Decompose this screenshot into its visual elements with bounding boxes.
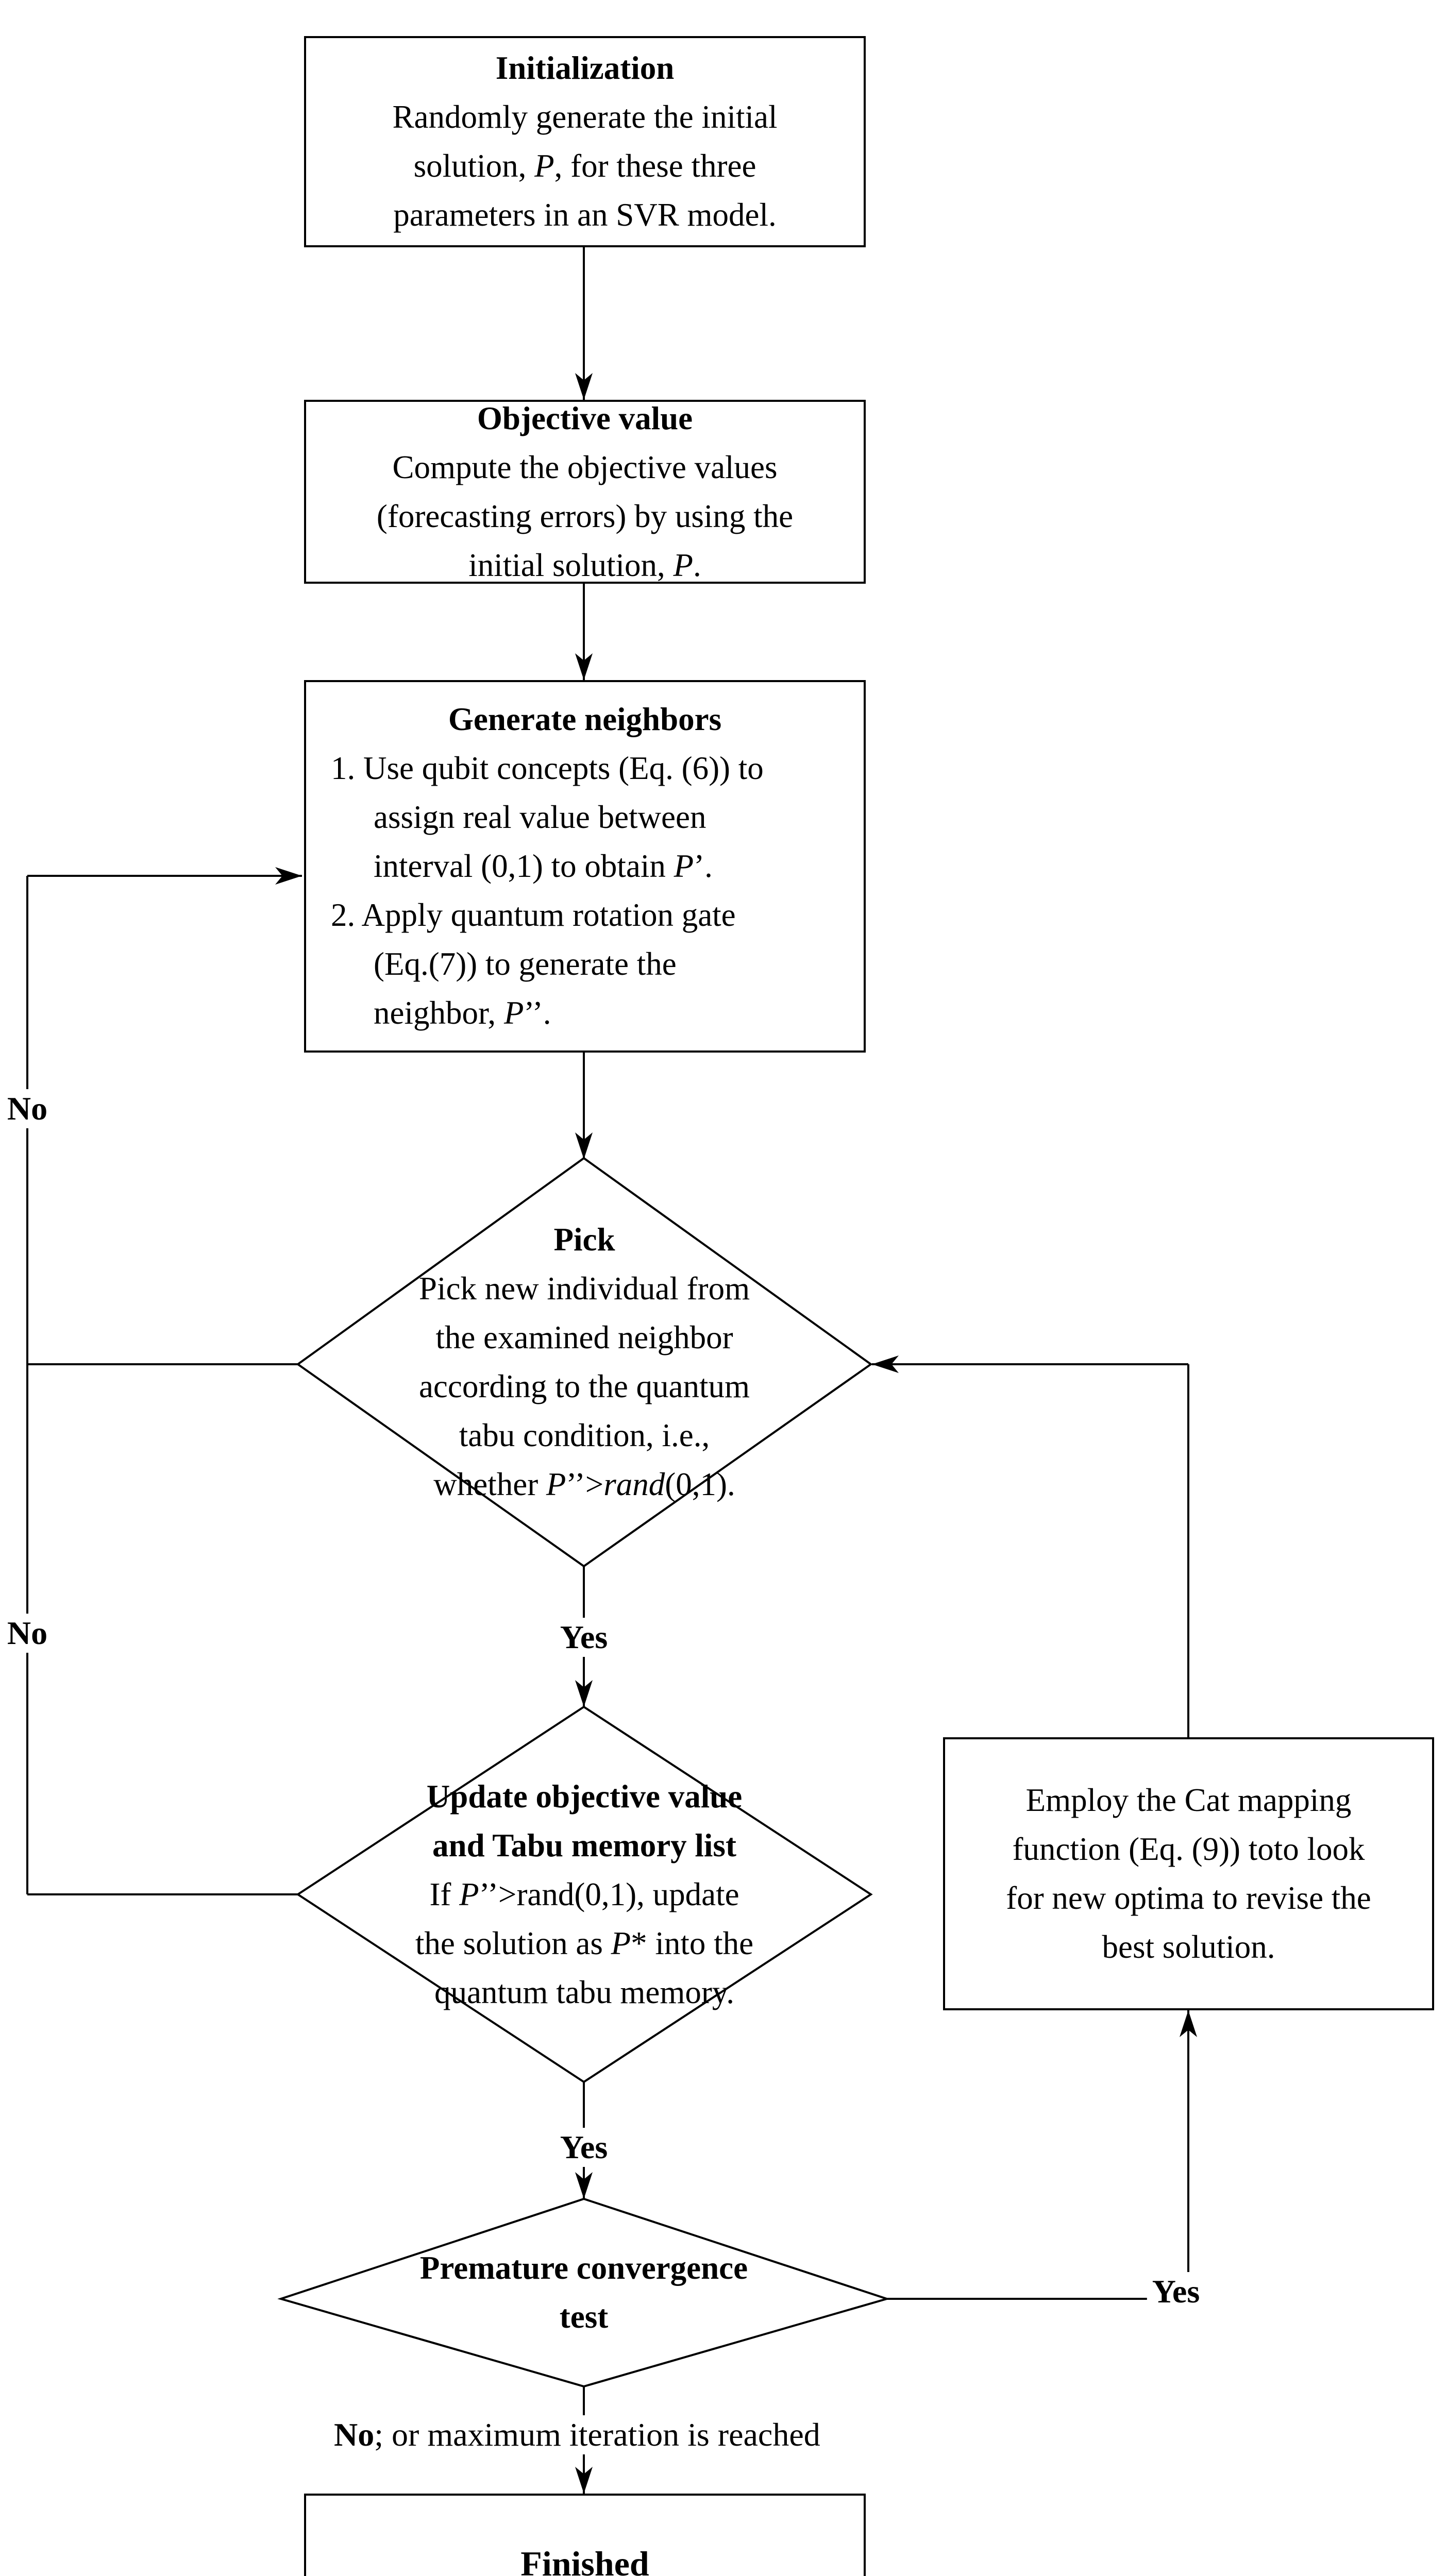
pick-line: Pick new individual from: [418, 1270, 750, 1307]
neighbors-line: neighbor, P’’.: [374, 995, 551, 1031]
cat-line: best solution.: [1102, 1929, 1275, 1965]
arrowhead-into-neighbors: [575, 653, 593, 680]
arrowhead-into-cat-box: [1180, 2010, 1197, 2037]
neighbors-line: 2. Apply quantum rotation gate: [331, 897, 736, 933]
label-yes-pick: Yes: [554, 1618, 613, 1657]
initialization-line: solution, P, for these three: [413, 148, 756, 184]
label-no-pick: No: [2, 1089, 53, 1128]
objective-line: Compute the objective values: [392, 449, 778, 485]
label-no-max-iteration: No; or maximum iteration is reached: [329, 2415, 826, 2454]
finished-box: [304, 2494, 866, 2576]
initialization-text: Initialization Randomly generate the ini…: [304, 36, 866, 247]
initialization-box: [304, 36, 866, 247]
update-title: and Tabu memory list: [432, 1827, 736, 1863]
arrowhead-into-finished: [575, 2467, 593, 2494]
pick-diamond-text: Pick Pick new individual from the examin…: [298, 1158, 871, 1566]
initialization-title: Initialization: [495, 50, 675, 86]
premature-diamond-text: Premature convergence test: [281, 2199, 887, 2386]
update-title: Update objective value: [426, 1778, 743, 1815]
neighbors-line: assign real value between: [374, 799, 706, 835]
arrowhead-into-objective: [575, 373, 593, 400]
generate-neighbors-text: Generate neighbors 1. Use qubit concepts…: [304, 680, 866, 1053]
finished-title: Finished: [520, 2544, 649, 2576]
label-no-max-rest: ; or maximum iteration is reached: [374, 2416, 820, 2453]
arrowhead-into-pick-right: [872, 1355, 899, 1373]
update-diamond-shape: [296, 1705, 873, 2083]
label-no-max-bold: No: [334, 2416, 375, 2453]
premature-diamond-shape: [277, 2197, 890, 2388]
initialization-line: parameters in an SVR model.: [393, 197, 777, 233]
initialization-line: Randomly generate the initial: [392, 99, 778, 135]
objective-title: Objective value: [477, 400, 693, 436]
arrowhead-into-update: [575, 1680, 593, 1707]
objective-value-box: [304, 400, 866, 584]
pick-title: Pick: [553, 1222, 615, 1258]
cat-line: for new optima to revise the: [1006, 1880, 1371, 1916]
cat-line: Employ the Cat mapping: [1025, 1782, 1352, 1818]
neighbors-line: interval (0,1) to obtain P’.: [374, 848, 713, 884]
cat-mapping-box: [943, 1737, 1434, 2010]
label-no-update: No: [2, 1614, 53, 1653]
label-yes-update: Yes: [554, 2128, 613, 2167]
pick-diamond-shape: [296, 1157, 873, 1568]
objective-line: initial solution, P.: [468, 547, 701, 583]
update-line: If P’’>rand(0,1), update: [429, 1876, 739, 1912]
premature-title: test: [559, 2299, 609, 2335]
objective-value-text: Objective value Compute the objective va…: [304, 400, 866, 584]
update-diamond-text: Update objective value and Tabu memory l…: [298, 1707, 871, 2082]
cat-mapping-text: Employ the Cat mapping function (Eq. (9)…: [943, 1737, 1434, 2010]
arrowhead-into-pick: [575, 1132, 593, 1159]
arrowhead-into-premature: [575, 2172, 593, 2199]
label-yes-premature: Yes: [1147, 2272, 1205, 2311]
neighbors-title: Generate neighbors: [448, 701, 722, 737]
pick-line: tabu condition, i.e.,: [459, 1417, 710, 1453]
pick-line: whether P’’>rand(0,1).: [433, 1466, 735, 1502]
pick-line: according to the quantum: [418, 1368, 750, 1404]
generate-neighbors-box: [304, 680, 866, 1053]
update-line: the solution as P* into the: [415, 1925, 754, 1961]
arrowhead-into-neighbors-left: [275, 867, 302, 885]
premature-title: Premature convergence: [419, 2250, 748, 2286]
neighbors-line: 1. Use qubit concepts (Eq. (6)) to: [331, 750, 764, 786]
update-line: quantum tabu memory.: [434, 1974, 735, 2010]
pick-line: the examined neighbor: [435, 1319, 733, 1355]
finished-text: Finished: [304, 2494, 866, 2576]
cat-line: function (Eq. (9)) toto look: [1012, 1831, 1365, 1867]
objective-line: (forecasting errors) by using the: [376, 498, 794, 534]
neighbors-line: (Eq.(7)) to generate the: [374, 946, 677, 982]
